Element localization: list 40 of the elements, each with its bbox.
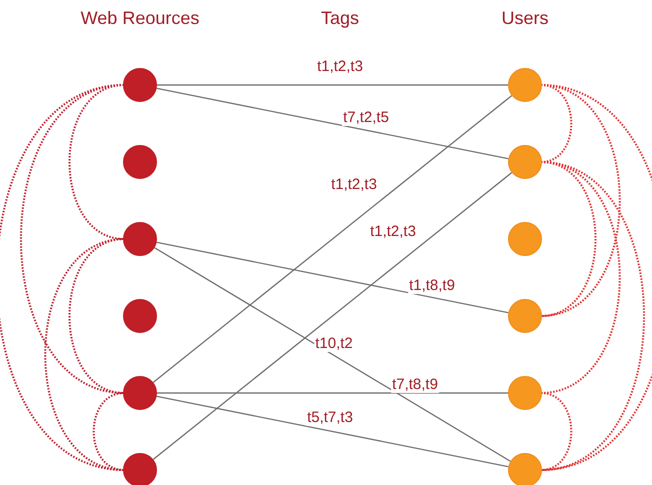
edge-label: t1,t2,t3 <box>316 59 364 75</box>
link-line <box>156 396 508 468</box>
link-line <box>157 392 508 394</box>
node-circle <box>508 453 542 485</box>
node-circle <box>508 145 542 179</box>
edge-label: t5,t7,t3 <box>306 410 354 426</box>
edge-label: t1,t2,t3 <box>369 224 417 240</box>
node-circle <box>123 68 157 102</box>
link-line <box>152 172 512 460</box>
dotted-link <box>540 392 572 471</box>
dotted-link <box>68 238 124 394</box>
node-circle <box>123 222 157 256</box>
edge-label: t1,t8,t9 <box>408 278 456 294</box>
dotted-link <box>68 84 124 240</box>
column-heading: Web Reources <box>80 8 200 29</box>
node-circle <box>123 299 157 333</box>
node-circle <box>123 145 157 179</box>
edge-label: t1,t2,t3 <box>330 177 378 193</box>
link-line <box>152 95 512 383</box>
link-line <box>156 242 508 314</box>
edge-label: t7,t8,t9 <box>391 377 439 393</box>
dotted-link <box>540 84 652 471</box>
dotted-link <box>0 84 124 471</box>
link-line <box>157 84 508 86</box>
edge-label: t10,t2 <box>314 336 354 352</box>
column-heading: Tags <box>320 8 360 29</box>
edge-label: t7,t2,t5 <box>342 110 390 126</box>
node-circle <box>508 68 542 102</box>
node-circle <box>508 299 542 333</box>
node-circle <box>508 376 542 410</box>
column-heading: Users <box>502 8 548 29</box>
node-circle <box>123 453 157 485</box>
dotted-link <box>92 392 124 471</box>
link-line <box>154 247 511 462</box>
dotted-link <box>540 161 596 317</box>
node-circle <box>123 376 157 410</box>
dotted-link <box>540 161 645 471</box>
link-line <box>156 88 508 160</box>
node-circle <box>508 222 542 256</box>
dotted-link <box>540 84 621 317</box>
